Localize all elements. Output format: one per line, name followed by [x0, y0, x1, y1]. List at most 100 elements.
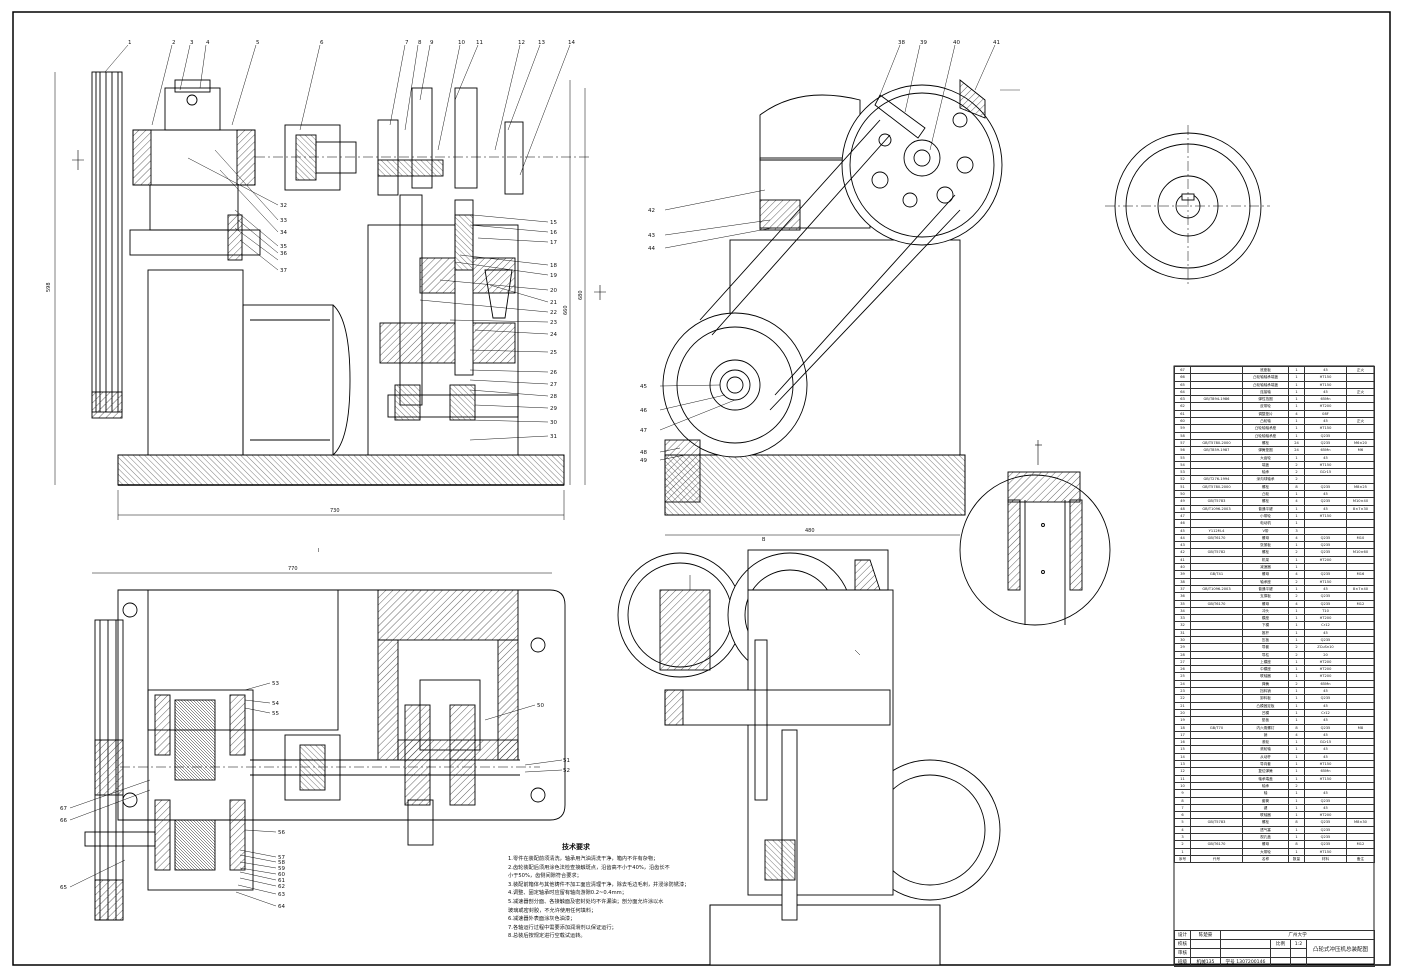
- bom-cell: 45: [1304, 387, 1347, 397]
- bom-cell: 45: [1304, 490, 1347, 499]
- tech-requirement-line: 6.减速器外表面涂灰色油漆；: [508, 916, 576, 923]
- bom-cell: 螺栓: [1242, 497, 1289, 506]
- bom-cell: 36: [1174, 592, 1191, 601]
- bom-cell: Q235: [1304, 548, 1347, 557]
- svg-text:20: 20: [550, 288, 557, 294]
- bom-cell: GB/T6170: [1190, 840, 1243, 849]
- bom-cell: 45: [1304, 504, 1347, 513]
- bom-cell: 1: [1288, 635, 1305, 645]
- bom-cell: Q235: [1304, 497, 1347, 506]
- bom-cell: 11: [1174, 774, 1191, 783]
- bom-cell: [1190, 511, 1243, 521]
- svg-text:50: 50: [537, 703, 544, 709]
- section-view: [617, 549, 1001, 966]
- bom-cell: 45: [1304, 716, 1347, 725]
- bom-header-row: 序号代号名称数量材料备注: [1174, 854, 1375, 864]
- bom-cell: HT200: [1304, 672, 1347, 681]
- bom-cell: HT150: [1304, 847, 1347, 856]
- bom-cell: 39: [1174, 570, 1191, 579]
- svg-text:66: 66: [60, 818, 67, 824]
- bom-cell: 33: [1174, 614, 1191, 623]
- svg-text:34: 34: [280, 230, 287, 236]
- svg-text:44: 44: [648, 246, 655, 252]
- bom-cell: 1: [1288, 519, 1305, 528]
- bom-cell: HT150: [1304, 460, 1347, 470]
- bom-cell: [1346, 526, 1375, 535]
- svg-text:57: 57: [278, 855, 285, 861]
- bom-cell: 透气塞: [1242, 825, 1289, 835]
- bom-cell: 2: [1288, 650, 1305, 659]
- bom-cell: [1190, 519, 1243, 528]
- title-block: 设计 陈楚豪 广州大学 校核 比例 1:2 凸轮式冲压机总装配图 审核 班级 机…: [1174, 930, 1376, 967]
- bom-cell: 4: [1288, 533, 1305, 543]
- svg-text:38: 38: [898, 40, 905, 46]
- bom-cell: 1: [1288, 832, 1305, 842]
- bom-cell: 59: [1174, 424, 1191, 433]
- bom-cell: 套筒: [1242, 796, 1289, 805]
- scale-value: 1:2: [1290, 939, 1307, 949]
- bom-cell: Q235: [1304, 570, 1347, 579]
- bom-cell: 底座板: [1242, 365, 1289, 375]
- bom-cell: HT200: [1304, 555, 1347, 565]
- bom-cell: 凸轮轴: [1242, 417, 1289, 426]
- bom-header-cell: 备注: [1346, 854, 1375, 864]
- bom-cell: 1: [1288, 803, 1305, 813]
- bom-cell: [1190, 847, 1243, 856]
- bom-cell: 挡料销: [1242, 687, 1289, 696]
- bom-cell: 1: [1288, 687, 1305, 696]
- svg-text:53: 53: [272, 681, 279, 687]
- bom-cell: [1190, 796, 1243, 805]
- bom-cell: Q235: [1304, 723, 1347, 732]
- bom-cell: 22: [1174, 694, 1191, 703]
- bom-cell: 轴承: [1242, 468, 1289, 477]
- bom-cell: 视孔盖: [1242, 832, 1289, 842]
- bom-cell: 45: [1304, 453, 1347, 462]
- bom-cell: 45: [1304, 789, 1347, 798]
- bom-cell: [1346, 635, 1375, 645]
- bom-cell: [1190, 409, 1243, 419]
- bom-cell: [1190, 774, 1243, 783]
- bom-cell: 1: [1288, 380, 1305, 389]
- bom-cell: 8: [1288, 482, 1305, 492]
- bom-cell: 下模: [1242, 621, 1289, 630]
- designer-label: 设计: [1174, 930, 1191, 940]
- bom-cell: [1346, 453, 1375, 462]
- bom-cell: 螺母: [1242, 840, 1289, 849]
- bom-cell: [1346, 621, 1375, 630]
- svg-text:37: 37: [280, 268, 287, 274]
- bom-cell: [1190, 365, 1243, 375]
- svg-text:42: 42: [648, 208, 655, 214]
- bom-cell: [1346, 701, 1375, 710]
- bom-cell: 47: [1174, 511, 1191, 521]
- bom-cell: GB/T859-1987: [1190, 446, 1243, 455]
- bom-cell: [1346, 650, 1375, 659]
- bom-cell: 压板: [1242, 635, 1289, 645]
- bom-cell: 联轴器: [1242, 672, 1289, 681]
- bom-cell: 65Mn: [1304, 767, 1347, 776]
- bom-cell: [1304, 781, 1347, 791]
- bom-cell: 58: [1174, 431, 1191, 440]
- bom-cell: 弹性挡圈: [1242, 395, 1289, 404]
- bom-cell: 63: [1174, 395, 1191, 404]
- bom-cell: 53: [1174, 468, 1191, 477]
- bom-cell: 1: [1288, 431, 1305, 440]
- drawing-title: 凸轮式冲压机总装配图: [1305, 939, 1376, 958]
- bom-cell: GB/T894-1986: [1190, 395, 1243, 404]
- svg-text:65: 65: [60, 885, 67, 891]
- bom-cell: M8: [1346, 723, 1375, 732]
- bom-cell: [1346, 460, 1375, 470]
- bom-cell: 24: [1288, 438, 1305, 448]
- bom-cell: 8: [1288, 818, 1305, 827]
- bom-cell: 1: [1288, 424, 1305, 433]
- bom-cell: [1346, 373, 1375, 382]
- bom-cell: 2: [1288, 679, 1305, 689]
- bom-cell: 64: [1174, 387, 1191, 397]
- bom-cell: Cr12: [1304, 708, 1347, 718]
- svg-text:62: 62: [278, 884, 285, 890]
- bom-header-cell: 材料: [1304, 854, 1347, 864]
